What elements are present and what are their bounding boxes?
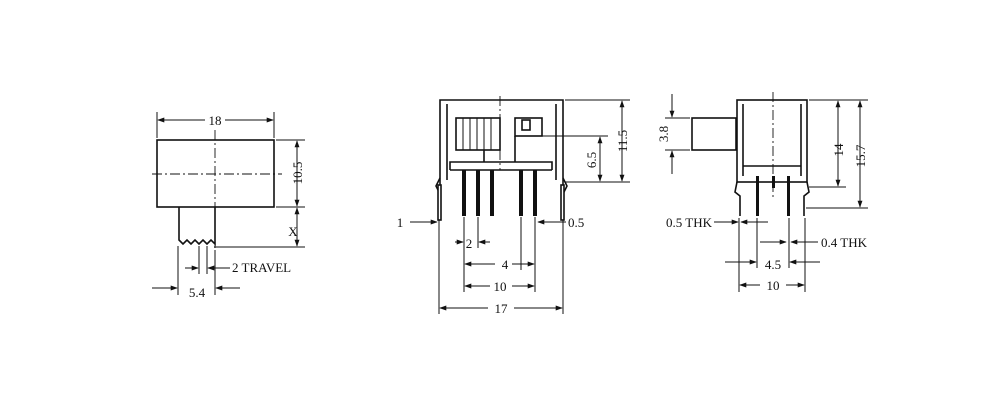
top-view-actuator-label: 5.4 [189,285,206,300]
front-view-pins [437,170,565,221]
front-view-pin-width-label: 1 [397,215,404,230]
front-view-base [449,161,553,170]
front-view-height-label: 11.5 [615,130,630,152]
front-view-pitch-label: 2 [466,236,473,251]
front-view-upper-label: 6.5 [584,152,599,168]
top-view-travel-label: 2 TRAVEL [232,260,291,275]
front-view-span10-label: 10 [494,279,507,294]
front-view-span4-label: 4 [502,257,509,272]
side-view-span10-label: 10 [767,278,780,293]
side-view-thk05-label: 0.5 THK [666,215,713,230]
side-view-actuator-label: 3.8 [656,126,671,142]
top-view-x-label: X [288,224,298,239]
side-view-actuator [691,117,737,151]
front-view: 11.5 6.5 1 0.5 2 4 10 17 [397,96,630,316]
top-view: 18 10.5 X 2 TRAVEL 5.4 [152,112,305,300]
front-view-span17-label: 17 [495,301,509,316]
top-view-actuator [178,207,216,246]
side-view-thk04-label: 0.4 THK [821,235,868,250]
top-view-width-label: 18 [209,113,222,128]
side-view-height14-label: 14 [831,143,846,157]
top-view-height-label: 10.5 [290,162,305,185]
side-view-height157-label: 15.7 [853,144,868,167]
side-view: 3.8 14 15.7 0.5 THK 0.4 THK 4.5 10 [656,92,868,293]
front-view-frame [439,99,564,190]
front-view-pin-thick-label: 0.5 [568,215,584,230]
side-view-body [736,99,808,183]
top-view-body [156,139,275,208]
side-view-span45-label: 4.5 [765,257,781,272]
